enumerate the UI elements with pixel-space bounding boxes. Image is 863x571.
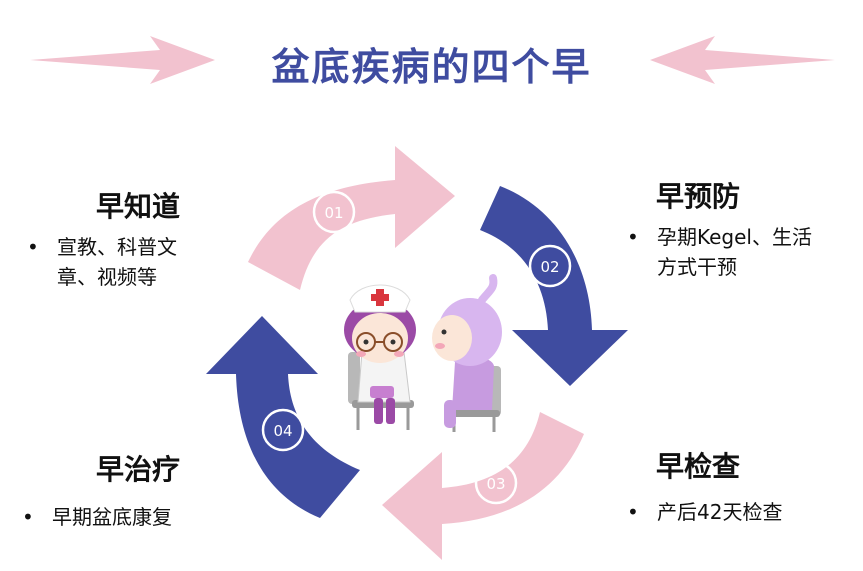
step-01-number: 01 (324, 204, 343, 222)
step-02-bullet-line-2: 方式干预 (657, 255, 737, 279)
step-01-bullet-line-1: 宣教、科普文 (57, 235, 177, 259)
step-02-heading: 早预防 (656, 180, 741, 213)
step-01-badge: 01 (312, 190, 356, 234)
right-pink-arrow-icon (650, 36, 835, 84)
step-02-badge: 02 (528, 244, 572, 288)
step-03-badge: 03 (474, 461, 518, 505)
left-pink-arrow-icon (30, 36, 215, 84)
step-04-number: 04 (273, 422, 292, 440)
page-title: 盆底疾病的四个早 (271, 45, 592, 89)
nurse-and-patient-illustration (344, 274, 502, 432)
step-04-bullet: • 早期盆底康复 (22, 502, 222, 532)
step-04-badge: 04 (261, 408, 305, 452)
cycle-diagram: 01 02 03 04 (206, 146, 628, 560)
nurse-figure-icon (344, 284, 416, 424)
bullet-marker: • (27, 235, 39, 259)
step-03-bullet-line-1: 产后42天检查 (657, 500, 783, 524)
step-01-bullet-line-2: 章、视频等 (57, 265, 157, 289)
bullet-marker: • (627, 500, 639, 524)
step-03-number: 03 (486, 475, 505, 493)
step-01-heading: 早知道 (96, 190, 181, 223)
step-02-bullet: • 孕期Kegel、生活 方式干预 (627, 222, 837, 282)
patient-figure-icon (432, 274, 502, 428)
step-04-heading: 早治疗 (96, 453, 181, 486)
step-04-bullet-line-1: 早期盆底康复 (52, 505, 172, 529)
bullet-marker: • (627, 225, 639, 249)
step-01-bullet: • 宣教、科普文 章、视频等 (27, 232, 207, 292)
step-03-arrow (382, 412, 584, 560)
step-01-arrow (248, 146, 455, 290)
step-02-number: 02 (540, 258, 559, 276)
step-04-arrow (206, 316, 360, 518)
step-03-bullet: • 产后42天检查 (627, 497, 837, 527)
bullet-marker: • (22, 505, 34, 529)
step-02-bullet-line-1: 孕期Kegel、生活 (657, 225, 812, 249)
step-03-heading: 早检查 (656, 450, 741, 483)
header-decoration (30, 36, 835, 84)
